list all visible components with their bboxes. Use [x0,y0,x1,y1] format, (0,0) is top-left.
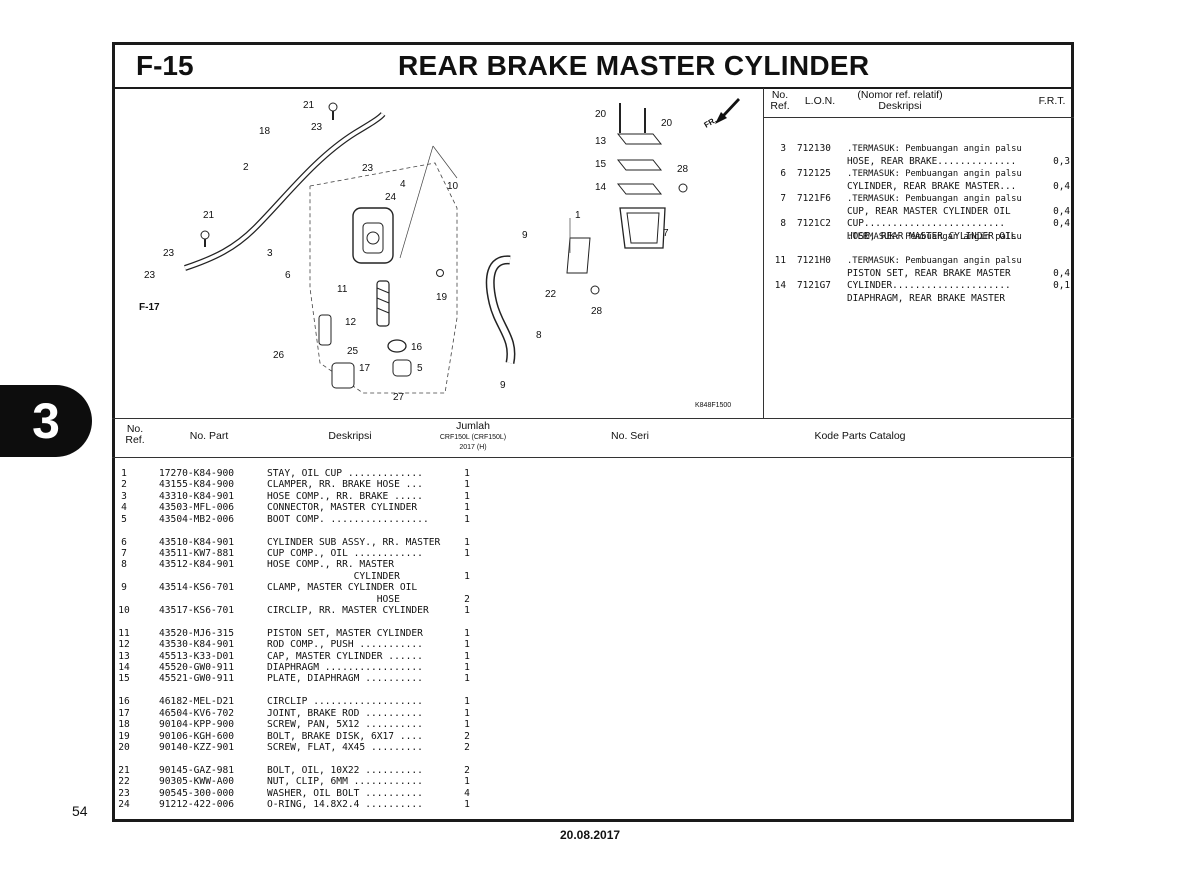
callout-2: 2 [243,162,249,173]
callout-9b: 9 [500,380,506,391]
diagram-ref-code: K848F1500 [695,402,731,409]
callout-3: 3 [267,248,273,259]
footer-date: 20.08.2017 [560,828,621,842]
callout-7: 7 [663,228,669,239]
parts-header-divider [112,457,1074,458]
callout-19: 19 [436,292,448,303]
callout-12: 12 [345,317,357,328]
callout-11: 11 [337,284,348,295]
section-code: F-15 [136,50,194,81]
parts-serial-header: No. Seri [611,430,649,442]
callout-26: 26 [273,350,285,361]
front-mark: FR. [703,115,719,129]
header-divider [112,87,1074,89]
callout-16: 16 [411,342,423,353]
callout-24: 24 [385,192,397,203]
frt-no-header: No.Ref. [770,89,790,113]
callout-23: 23 [311,122,323,133]
callout-5: 5 [417,363,423,374]
callout-14: 14 [595,182,607,193]
exploded-diagram: 1 2 3 4 5 6 7 8 9 9 10 11 12 13 14 15 16… [139,98,740,409]
page-title: REAR BRAKE MASTER CYLINDER [398,50,870,81]
cross-reference: F-17 [139,302,160,313]
callout-20: 20 [595,109,607,120]
frt-desc-header: (Nomor ref. relatif)Deskripsi [857,89,943,113]
callout-13: 13 [595,136,607,147]
page-number: 54 [72,803,88,819]
frt-header-divider [763,117,1074,118]
parts-year-header: 2017 (H) [459,444,487,451]
callout-23d: 23 [144,270,156,281]
callout-18: 18 [259,126,271,137]
parts-desc-header: Deskripsi [328,430,372,442]
parts-catalog-header: Kode Parts Catalog [814,430,906,442]
callout-23c: 23 [163,248,175,259]
callout-4: 4 [400,179,406,190]
callout-10: 10 [447,181,459,192]
parts-no-header: No.Ref. [125,423,145,447]
frt-frt-header: F.R.T. [1038,95,1066,107]
callout-27: 27 [393,392,405,403]
section-tab: 3 [0,385,92,457]
callout-8: 8 [536,330,542,341]
parts-part-header: No. Part [189,430,229,442]
callout-23b: 23 [362,163,374,174]
callout-21b: 21 [203,210,215,221]
parts-model-header: CRF150L (CRF150L) [439,434,507,441]
parts-qty-header: Jumlah [456,420,490,432]
diagram-divider [112,418,1074,419]
callout-28b: 28 [591,306,603,317]
callout-6: 6 [285,270,291,281]
callout-20b: 20 [661,118,673,129]
callout-21: 21 [303,100,315,111]
callout-28: 28 [677,164,689,175]
callout-17: 17 [359,363,371,374]
frt-divider [763,88,764,418]
callout-1: 1 [575,210,581,221]
callout-15: 15 [595,159,607,170]
callout-22: 22 [545,289,557,300]
page-frame [112,42,1074,822]
frt-lon-header: L.O.N. [804,95,836,107]
callout-9: 9 [522,230,528,241]
callout-25: 25 [347,346,359,357]
